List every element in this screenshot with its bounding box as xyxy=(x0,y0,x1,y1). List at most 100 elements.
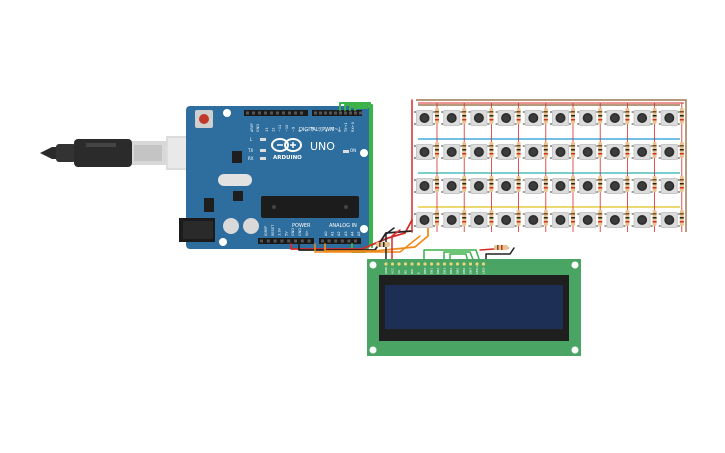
lcd-pin[interactable] xyxy=(475,262,479,266)
header-pin[interactable] xyxy=(280,239,284,243)
keypad-button[interactable] xyxy=(604,108,630,126)
header-pin[interactable] xyxy=(329,111,332,115)
lcd-pin-label: DB0 xyxy=(423,268,427,274)
keypad-button[interactable] xyxy=(522,142,548,160)
analog-label: ANALOG IN xyxy=(329,223,357,229)
reset-button[interactable] xyxy=(199,114,209,124)
header-pin[interactable] xyxy=(340,239,344,243)
header-pin[interactable] xyxy=(258,111,261,115)
lcd-pin[interactable] xyxy=(416,262,421,266)
header-pin[interactable] xyxy=(359,111,362,115)
lcd-pin[interactable] xyxy=(429,262,434,266)
keypad-button[interactable] xyxy=(604,176,630,194)
brand-label: ARDUINO xyxy=(273,155,302,161)
keypad-button[interactable] xyxy=(577,210,603,228)
header-pin[interactable] xyxy=(266,239,270,243)
lcd-pin[interactable] xyxy=(410,262,414,266)
header-pin[interactable] xyxy=(334,111,337,115)
lcd-pin[interactable] xyxy=(384,262,388,266)
keypad-button[interactable] xyxy=(631,176,657,194)
header-pin[interactable] xyxy=(349,111,352,115)
keypad-button[interactable] xyxy=(414,210,439,228)
keypad-button[interactable] xyxy=(631,108,657,126)
header-pin[interactable] xyxy=(327,239,331,243)
keypad-button[interactable] xyxy=(522,176,548,194)
lcd-pin[interactable] xyxy=(468,262,473,266)
header-pin[interactable] xyxy=(321,239,324,243)
keypad-button[interactable] xyxy=(631,142,657,160)
header-pin[interactable] xyxy=(294,111,297,115)
keypad-button[interactable] xyxy=(604,142,630,160)
header-pin[interactable] xyxy=(252,111,255,115)
keypad-button[interactable] xyxy=(495,210,521,228)
header-pin[interactable] xyxy=(344,111,347,115)
header-pin[interactable] xyxy=(276,111,279,115)
lcd-pin[interactable] xyxy=(423,262,427,266)
keypad-button[interactable] xyxy=(468,108,494,126)
header-pin[interactable] xyxy=(300,239,304,243)
keypad-button[interactable] xyxy=(468,210,494,228)
aref-label: AREF xyxy=(250,123,254,132)
digital-pin-label: RX←0 xyxy=(351,122,355,132)
header-pin[interactable] xyxy=(334,239,338,243)
keypad-button[interactable] xyxy=(522,210,548,228)
header-pin[interactable] xyxy=(354,239,357,243)
header-pin[interactable] xyxy=(314,111,317,115)
header-pin[interactable] xyxy=(294,239,297,243)
lcd-pin[interactable] xyxy=(403,262,408,266)
header-pin[interactable] xyxy=(260,239,263,243)
keypad-button[interactable] xyxy=(495,176,521,194)
keypad-button[interactable] xyxy=(522,108,548,126)
keypad-button[interactable] xyxy=(577,142,603,160)
keypad-button[interactable] xyxy=(658,142,684,160)
lcd-pin[interactable] xyxy=(397,262,401,266)
keypad-button[interactable] xyxy=(658,176,684,194)
keypad-button[interactable] xyxy=(414,108,439,126)
keypad-button[interactable] xyxy=(441,210,467,228)
keypad-button[interactable] xyxy=(577,176,603,194)
header-pin[interactable] xyxy=(354,111,357,115)
keypad-button[interactable] xyxy=(468,176,494,194)
keypad-button[interactable] xyxy=(414,142,439,160)
lcd-pin[interactable] xyxy=(455,262,460,266)
keypad-button[interactable] xyxy=(550,142,575,160)
header-pin[interactable] xyxy=(300,111,303,115)
header-pin[interactable] xyxy=(324,111,327,115)
header-pin[interactable] xyxy=(307,239,311,243)
header-pin[interactable] xyxy=(319,111,322,115)
keypad-button[interactable] xyxy=(550,210,575,228)
keypad-button[interactable] xyxy=(604,210,630,228)
keypad-button[interactable] xyxy=(550,108,575,126)
lcd-pin-label: DB6 xyxy=(462,268,466,274)
keypad-button[interactable] xyxy=(441,142,467,160)
header-pin[interactable] xyxy=(246,111,249,115)
keypad-button[interactable] xyxy=(658,210,684,228)
header-pin[interactable] xyxy=(282,111,285,115)
lcd-pin[interactable] xyxy=(442,262,447,266)
keypad-button[interactable] xyxy=(550,176,575,194)
keypad-button[interactable] xyxy=(414,176,439,194)
header-pin[interactable] xyxy=(339,111,342,115)
header-pin[interactable] xyxy=(347,239,351,243)
lcd-pin-label: DB5 xyxy=(456,268,460,274)
lcd-pin[interactable] xyxy=(449,262,453,266)
keypad-button[interactable] xyxy=(658,108,684,126)
header-pin[interactable] xyxy=(264,111,267,115)
lcd-pin[interactable] xyxy=(436,262,440,266)
lcd-pin[interactable] xyxy=(390,262,395,266)
lcd-pin[interactable] xyxy=(462,262,466,266)
header-pin[interactable] xyxy=(288,111,291,115)
keypad-button[interactable] xyxy=(631,210,657,228)
rx-label: RX xyxy=(248,156,254,161)
keypad-button[interactable] xyxy=(495,142,521,160)
keypad-button[interactable] xyxy=(495,108,521,126)
keypad-button[interactable] xyxy=(577,108,603,126)
lcd-pin[interactable] xyxy=(481,262,486,266)
keypad-button[interactable] xyxy=(441,108,467,126)
header-pin[interactable] xyxy=(273,239,277,243)
header-pin[interactable] xyxy=(287,239,291,243)
header-pin[interactable] xyxy=(270,111,273,115)
keypad-button[interactable] xyxy=(441,176,467,194)
digital-pin-label: ~5 xyxy=(318,127,322,132)
keypad-button[interactable] xyxy=(468,142,494,160)
